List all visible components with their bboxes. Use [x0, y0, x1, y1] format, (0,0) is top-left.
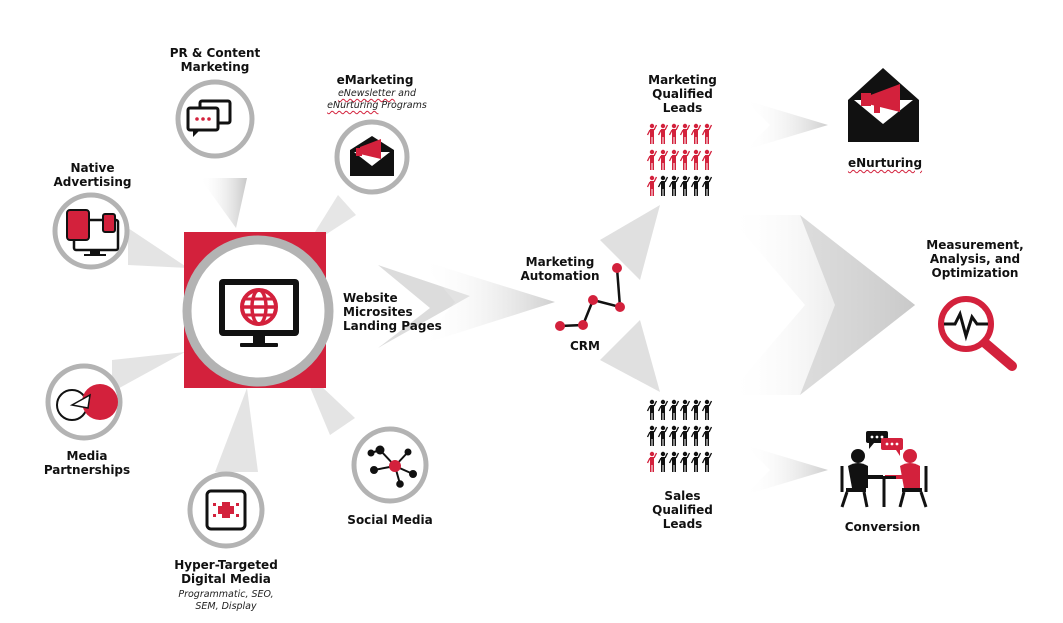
- person-figure: [668, 425, 680, 446]
- open-envelope-megaphone-icon: [350, 136, 394, 176]
- social-media-node: [351, 426, 429, 504]
- emarketing-label: eMarketing: [336, 73, 414, 87]
- hub-group: [182, 232, 334, 388]
- person-figure: [701, 425, 713, 446]
- enurturing-label: eNurturing: [835, 156, 935, 170]
- network-nodes-icon: [367, 445, 417, 488]
- crm-label: CRM: [570, 339, 600, 353]
- arrow-from-pr: [200, 178, 247, 228]
- target-crosshair-icon: [205, 489, 247, 531]
- person-figure: [690, 149, 702, 170]
- person-figure: [690, 399, 702, 420]
- arrow-from-media: [112, 352, 185, 392]
- magnifier-heartbeat-icon: [938, 296, 1017, 371]
- connected-nodes-icon: [555, 263, 625, 331]
- person-figure: [679, 399, 691, 420]
- hub-label: Website Microsites Landing Pages: [343, 291, 442, 333]
- pr-content-label: PR & Content Marketing: [169, 46, 261, 74]
- arrow-to-measurement-shade: [800, 215, 915, 395]
- tablet-phone-monitor-icon: [66, 209, 120, 256]
- arrow-mql-to-enurturing: [745, 100, 828, 150]
- person-figure: [701, 399, 713, 420]
- person-figure: [657, 425, 669, 446]
- person-figure: [679, 175, 691, 196]
- person-figure: [690, 123, 702, 144]
- emarketing-sub-and: and: [398, 88, 417, 99]
- person-figure: [701, 175, 713, 196]
- enurturing-label-text: eNurturing: [847, 156, 923, 170]
- person-figure: [657, 451, 669, 472]
- person-figure: [646, 175, 658, 196]
- person-figure: [657, 175, 669, 196]
- person-figure: [668, 451, 680, 472]
- conversion-label: Conversion: [844, 520, 921, 534]
- arrow-hub-to-crm-tip: [420, 260, 555, 345]
- pie-segment-icon: [56, 384, 118, 421]
- person-figure: [668, 399, 680, 420]
- person-figure: [679, 451, 691, 472]
- native-advertising-label: Native Advertising: [53, 161, 132, 189]
- arrow-crm-to-mql: [600, 205, 660, 280]
- emarketing-sub-enurturing: eNurturing: [327, 100, 379, 111]
- person-figure: [668, 149, 680, 170]
- arrow-hub-to-crm: [378, 265, 470, 348]
- enurturing-envelope-icon: [848, 68, 919, 142]
- person-figure: [668, 175, 680, 196]
- media-partnerships-label: Media Partnerships: [43, 449, 131, 477]
- person-figure: [646, 425, 658, 446]
- person-figure: [646, 149, 658, 170]
- person-figure: [646, 399, 658, 420]
- emarketing-sub-programs: Programs: [378, 100, 427, 111]
- media-partnerships-node: [45, 363, 123, 441]
- automation-label: Marketing Automation: [520, 255, 600, 283]
- pr-content-node: [175, 79, 255, 159]
- measurement-label: Measurement, Analysis, and Optimization: [926, 238, 1024, 280]
- person-figure: [679, 425, 691, 446]
- arrow-from-native: [128, 228, 188, 268]
- arrow-sql-to-conversion: [745, 445, 828, 495]
- hyper-targeted-node: [187, 471, 265, 549]
- sql-people-grid: [646, 399, 713, 472]
- person-figure: [679, 123, 691, 144]
- emarketing-subtitle: eNewsletter and eNurturing Programs: [318, 88, 436, 112]
- person-figure: [646, 123, 658, 144]
- emarketing-sub-enewsletter: eNewsletter: [337, 88, 396, 99]
- hyper-targeted-subtitle: Programmatic, SEO, SEM, Display: [178, 589, 274, 612]
- person-figure: [701, 149, 713, 170]
- person-figure: [701, 123, 713, 144]
- person-figure: [657, 149, 669, 170]
- person-figure: [690, 425, 702, 446]
- mql-label: Marketing Qualified Leads: [648, 73, 717, 115]
- person-figure: [690, 175, 702, 196]
- native-advertising-node: [52, 192, 130, 270]
- meeting-people-icon: [840, 431, 928, 508]
- mql-people-grid: [646, 123, 713, 196]
- person-figure: [690, 451, 702, 472]
- social-media-label: Social Media: [347, 513, 433, 527]
- monitor-globe-icon: [219, 279, 299, 347]
- person-figure: [657, 123, 669, 144]
- person-figure: [668, 123, 680, 144]
- emarketing-node: [334, 119, 410, 195]
- hyper-targeted-label: Hyper-Targeted Digital Media: [174, 558, 278, 586]
- arrow-from-hyper: [215, 388, 258, 472]
- sql-label: Sales Qualified Leads: [652, 489, 713, 531]
- arrow-to-measurement: [728, 215, 915, 395]
- chat-bubbles-icon: [186, 99, 232, 137]
- person-figure: [701, 451, 713, 472]
- person-figure: [646, 451, 658, 472]
- person-figure: [679, 149, 691, 170]
- person-figure: [657, 399, 669, 420]
- arrow-crm-to-sql: [600, 320, 660, 392]
